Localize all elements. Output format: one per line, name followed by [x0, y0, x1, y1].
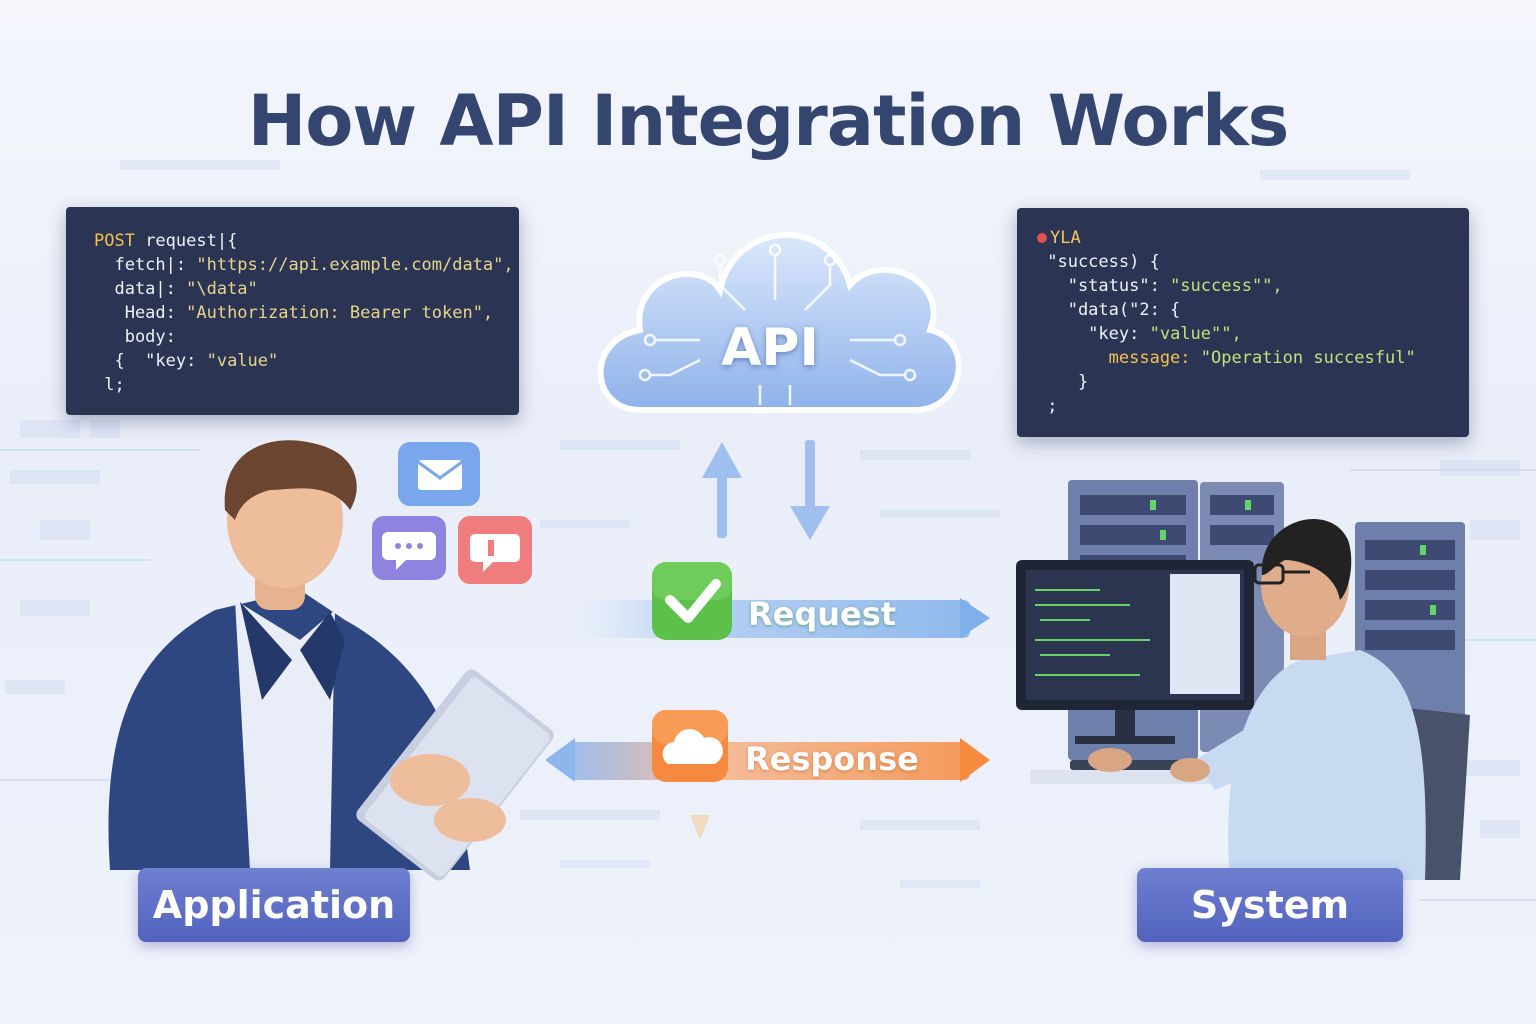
request-label: Request [748, 595, 897, 633]
check-icon [652, 562, 732, 640]
api-cloud-label: API [721, 318, 819, 378]
code-line: "key: "value"", [1037, 324, 1242, 344]
cloud-icon [652, 710, 728, 782]
system-badge: System [1137, 868, 1403, 942]
code-line: message: "Operation succesful" [1037, 348, 1416, 368]
application-badge: Application [138, 868, 410, 942]
code-line: l; [94, 375, 125, 395]
code-line: "data("2: { [1037, 300, 1181, 320]
status-dot-icon [1037, 233, 1047, 243]
code-line: fetch|: "https://api.example.com/data", [94, 255, 514, 275]
code-line: "status": "success"", [1037, 276, 1283, 296]
response-label: Response [745, 740, 919, 778]
code-line: Head: "Authorization: Bearer token", [94, 303, 494, 323]
code-line: { "key: "value" [94, 351, 279, 371]
code-line: } [1037, 372, 1089, 392]
response-code-panel: YLA "success) { "status": "success"", "d… [1017, 208, 1469, 437]
notification-icon [458, 516, 532, 584]
chat-icon [372, 516, 446, 580]
code-line: "success) { [1037, 252, 1160, 272]
diagram-title: How API Integration Works [247, 80, 1290, 162]
code-header: YLA [1037, 226, 1469, 250]
system-person [1088, 518, 1470, 880]
request-code-panel: POST request|{ fetch|: "https://api.exam… [66, 207, 519, 415]
email-icon [398, 442, 480, 506]
code-line: ; [1037, 396, 1058, 416]
code-line: POST request|{ [94, 231, 238, 251]
application-person [108, 440, 554, 881]
code-line: data|: "\data" [94, 279, 258, 299]
code-line: body: [94, 327, 176, 347]
api-cloud-shape [597, 232, 962, 413]
